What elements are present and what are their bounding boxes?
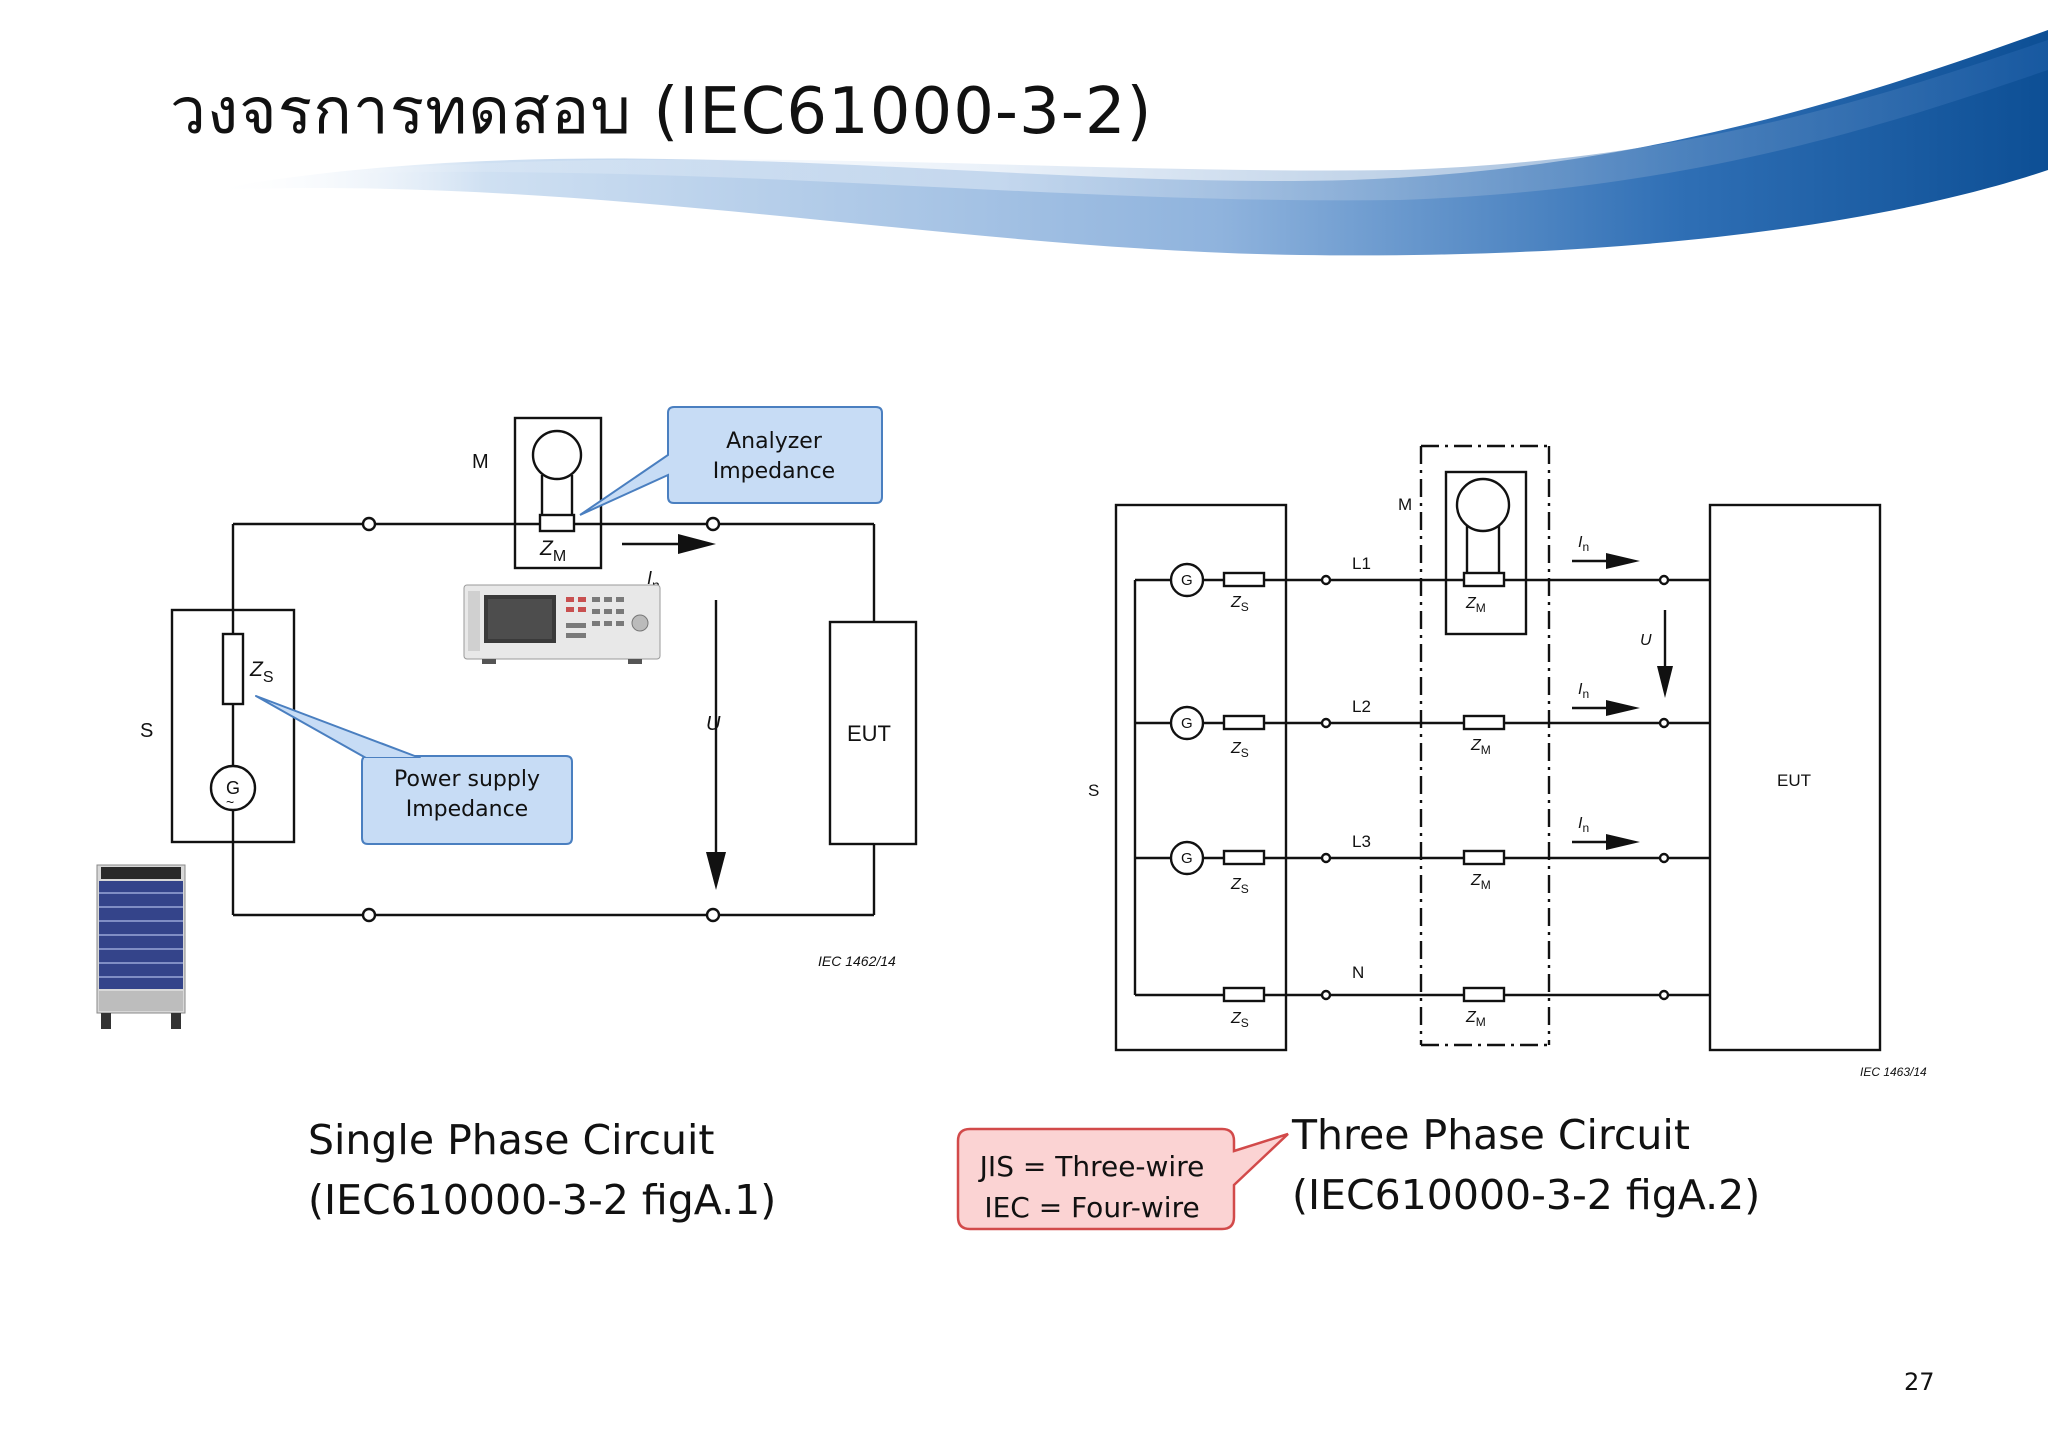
label-g: G xyxy=(226,778,240,798)
three-phase-diagram: G G G L1 L2 L3 N S EUT M U ZS ZS ZS ZS Z… xyxy=(1088,444,1927,1079)
power-supply-image xyxy=(96,864,186,1029)
label-l3: L3 xyxy=(1352,832,1371,851)
label-u: U xyxy=(1640,632,1652,649)
figure-ref: IEC 1462/14 xyxy=(818,953,896,969)
three-phase-caption-line2: (IEC610000-3-2 figA.2) xyxy=(1292,1171,1761,1219)
source-box xyxy=(170,608,296,844)
svg-text:ZS: ZS xyxy=(1230,1010,1249,1030)
label-eut: EUT xyxy=(847,721,891,746)
wire-callout-shape xyxy=(956,1127,1289,1231)
svg-text:G: G xyxy=(1181,850,1193,867)
label-m: M xyxy=(472,451,489,473)
power-callout-line2: Impedance xyxy=(405,797,529,822)
label-n: N xyxy=(1352,963,1364,982)
analyzer-callout: Analyzer Impedance xyxy=(668,427,880,487)
slide-title: วงจรการทดสอบ (IEC61000-3-2) xyxy=(170,75,1153,149)
single-phase-caption-line1: Single Phase Circuit xyxy=(308,1116,715,1164)
header-banner xyxy=(210,30,2048,256)
generator-symbol xyxy=(209,764,257,812)
power-callout: Power supply Impedance xyxy=(362,765,572,825)
svg-text:G: G xyxy=(1181,715,1193,732)
svg-text:ZM: ZM xyxy=(1470,737,1491,757)
svg-text:ZM: ZM xyxy=(1465,1009,1486,1029)
label-l1: L1 xyxy=(1352,554,1371,573)
figure-ref: IEC 1463/14 xyxy=(1860,1065,1927,1079)
label-zs: ZS xyxy=(249,658,274,686)
analyzer-callout-shape xyxy=(579,406,883,516)
svg-text:G: G xyxy=(1181,572,1193,589)
label-zm: ZM xyxy=(539,537,566,565)
eut-box xyxy=(1708,503,1882,1052)
svg-text:In: In xyxy=(1578,681,1589,701)
zm-resistor xyxy=(538,513,576,533)
label-eut: EUT xyxy=(1777,771,1811,790)
source-box xyxy=(1114,503,1288,1052)
page-number: 27 xyxy=(1904,1368,1935,1396)
three-phase-caption: Three Phase Circuit (IEC610000-3-2 figA.… xyxy=(1292,1105,1760,1225)
label-s: S xyxy=(140,720,153,742)
label-s: S xyxy=(1088,781,1099,800)
svg-text:ZS: ZS xyxy=(1230,594,1249,614)
label-l2: L2 xyxy=(1352,697,1371,716)
single-phase-caption: Single Phase Circuit (IEC610000-3-2 figA… xyxy=(308,1110,776,1230)
svg-text:ZS: ZS xyxy=(1230,876,1249,896)
wire-callout: JIS = Three-wire IEC = Four-wire xyxy=(960,1146,1224,1228)
svg-text:In: In xyxy=(1578,534,1589,554)
svg-text:ZS: ZS xyxy=(1230,740,1249,760)
analyzer-callout-line1: Analyzer xyxy=(726,429,822,454)
power-analyzer-image xyxy=(463,584,661,664)
three-phase-caption-line1: Three Phase Circuit xyxy=(1292,1111,1690,1159)
zs-resistor xyxy=(221,632,245,706)
single-phase-diagram: M ZM ZS S G ~ In U EUT IEC 1462/14 xyxy=(140,416,918,969)
svg-text:~: ~ xyxy=(226,794,234,810)
svg-text:ZM: ZM xyxy=(1465,595,1486,615)
meter-box xyxy=(1444,470,1528,636)
analyzer-callout-line2: Impedance xyxy=(712,459,836,484)
label-u: U xyxy=(706,713,721,735)
eut-box xyxy=(828,620,918,846)
power-callout-shape xyxy=(255,695,573,845)
svg-text:In: In xyxy=(1578,815,1589,835)
label-m: M xyxy=(1398,495,1412,514)
wire-callout-line2: IEC = Four-wire xyxy=(984,1191,1200,1224)
wire-callout-line1: JIS = Three-wire xyxy=(979,1150,1205,1183)
meter-box xyxy=(513,416,603,570)
single-phase-caption-line2: (IEC610000-3-2 figA.1) xyxy=(308,1176,777,1224)
power-callout-line1: Power supply xyxy=(394,767,540,792)
svg-text:ZM: ZM xyxy=(1470,872,1491,892)
meter-circle xyxy=(531,429,583,481)
